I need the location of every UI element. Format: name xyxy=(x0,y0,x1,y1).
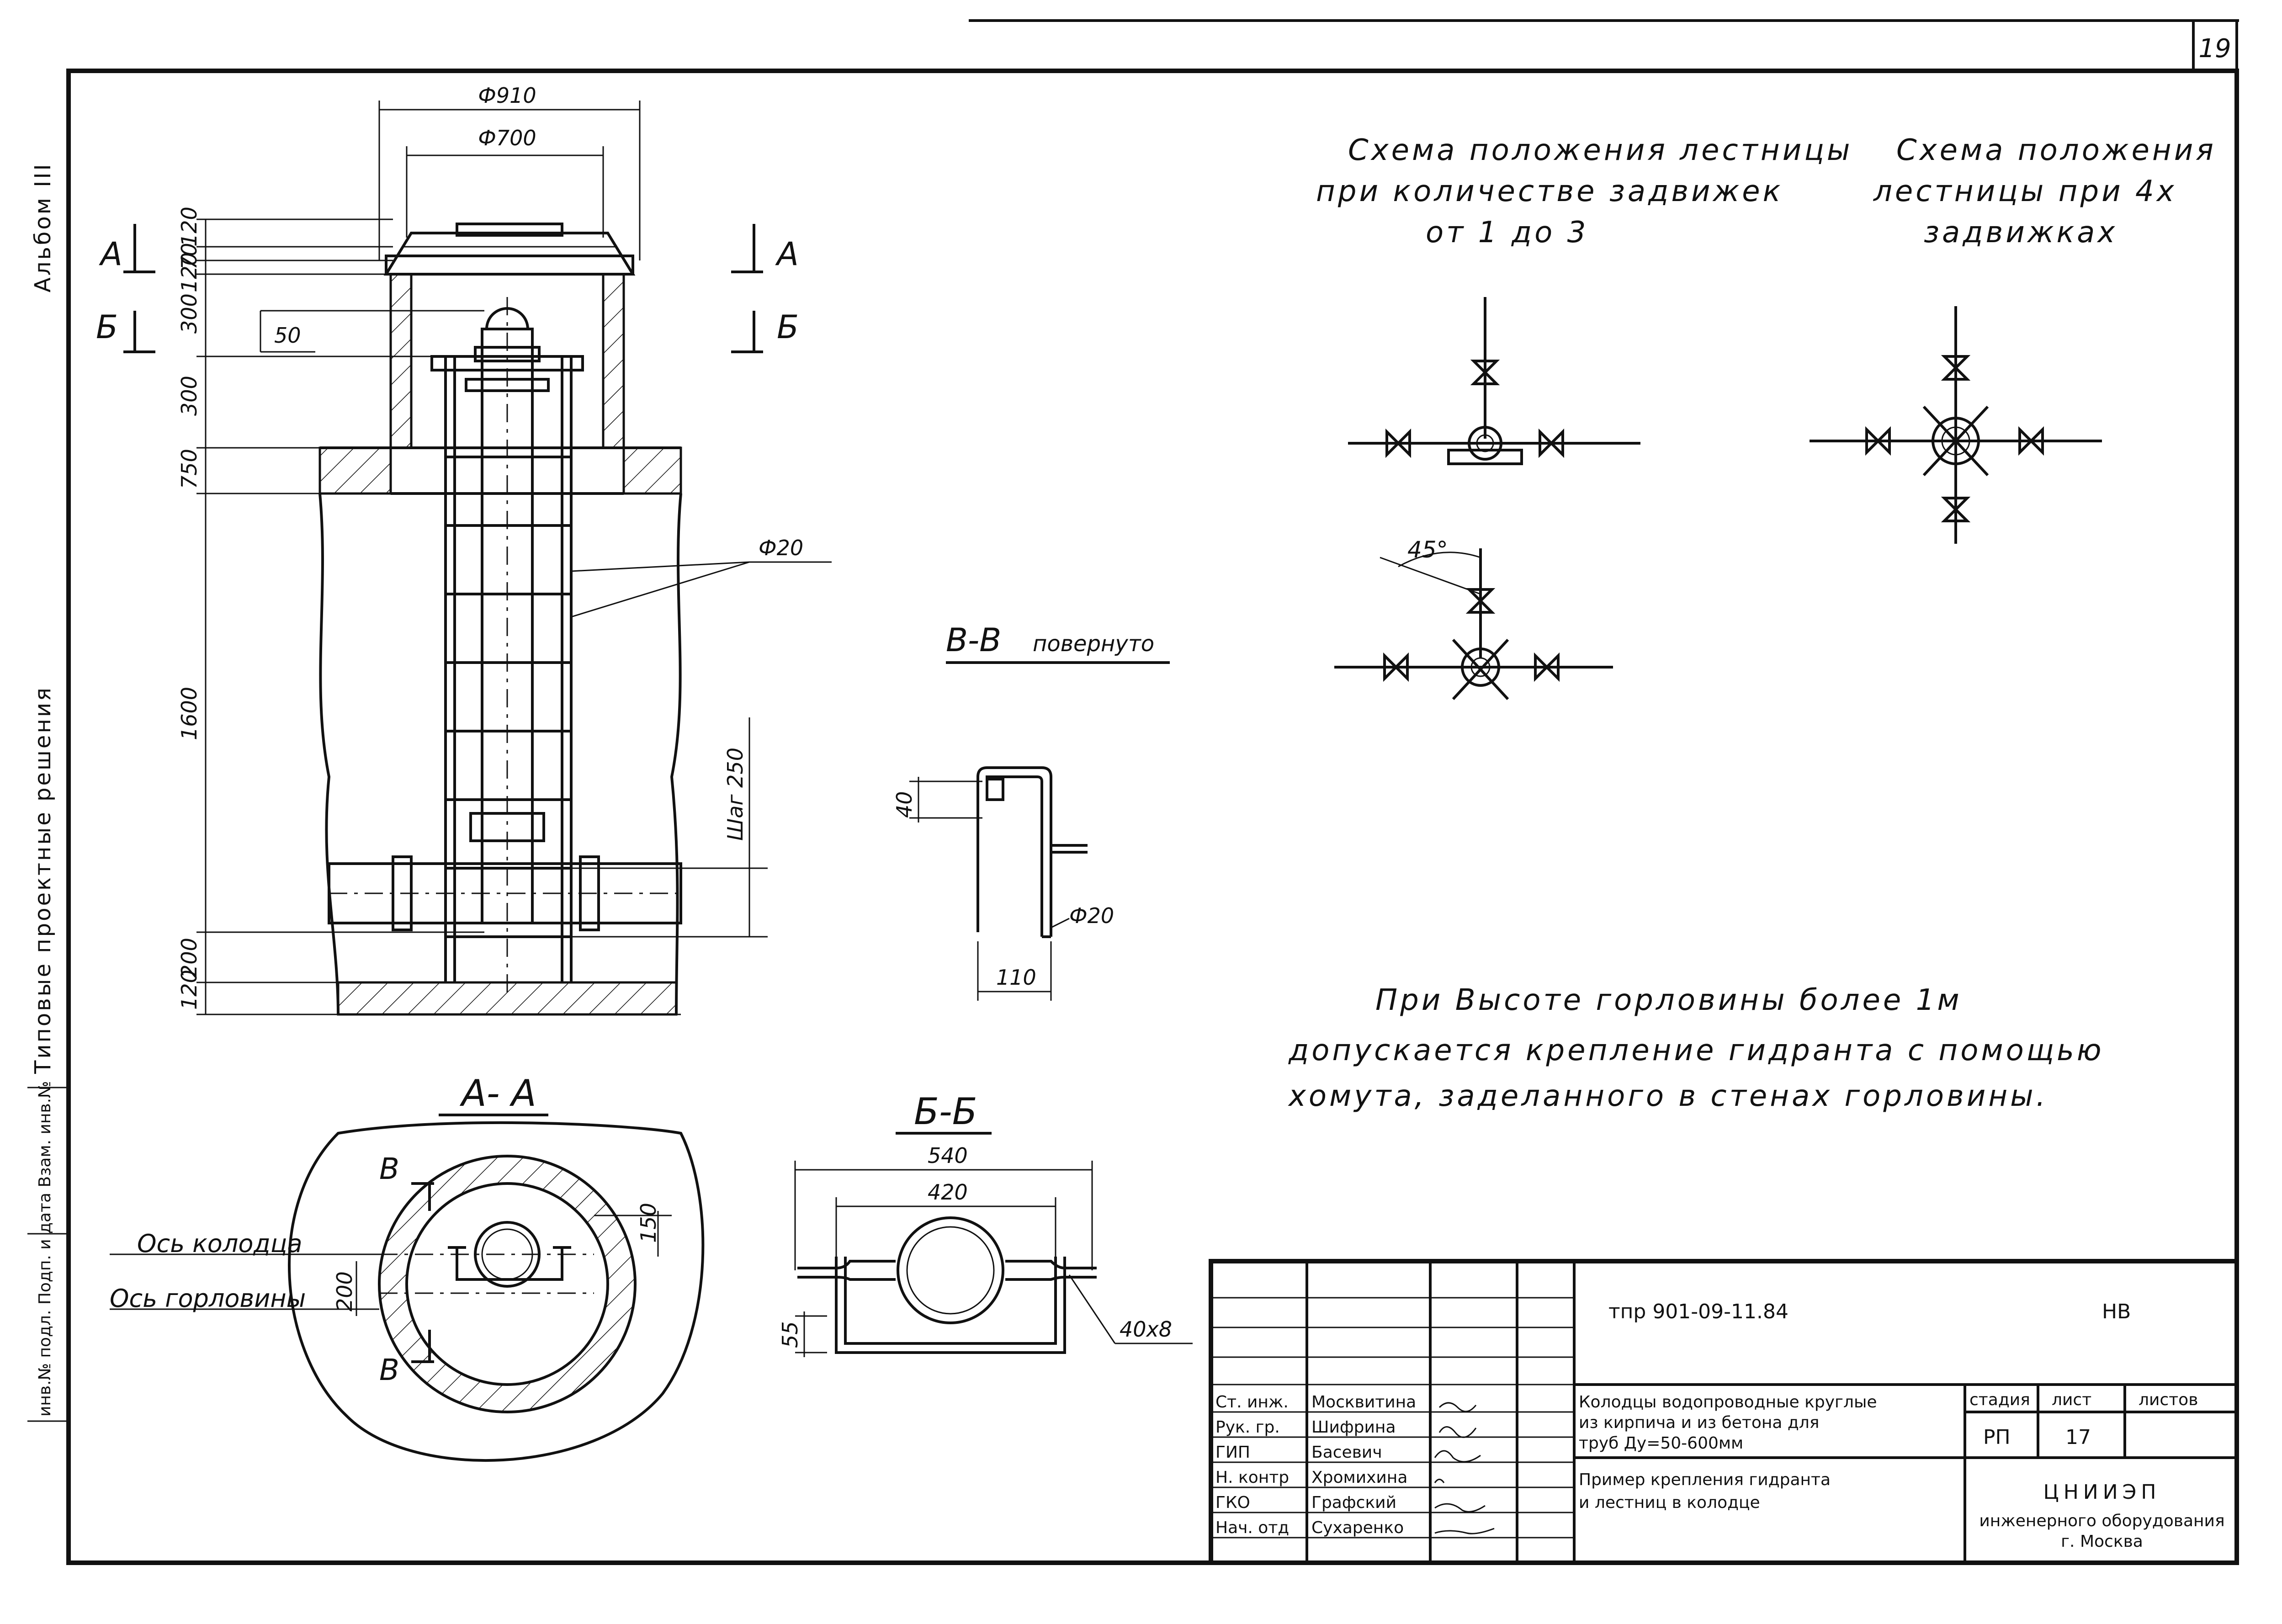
name-1: Шифрина xyxy=(1311,1418,1396,1437)
mark-b-right: Б xyxy=(777,308,799,346)
mark-a-left: А xyxy=(99,235,122,273)
scheme-3-valves: 45° xyxy=(1334,536,1613,701)
album-label: Альбом III xyxy=(30,162,56,292)
doc-code: тпр 901-09-11.84 xyxy=(1608,1300,1788,1323)
stage-header: стадия xyxy=(1969,1390,2030,1409)
signatures xyxy=(1434,1402,1495,1534)
dim-120a: 120 xyxy=(177,207,202,247)
name-5: Сухаренко xyxy=(1311,1518,1404,1537)
project-name-2: из кирпича и из бетона для xyxy=(1579,1413,1819,1432)
main-note-line-3: хомута, заделанного в стенах горловины. xyxy=(1288,1079,2048,1113)
dim-540: 540 xyxy=(928,1143,968,1168)
dim-200: 200 xyxy=(177,938,202,978)
role-5: Нач. отд xyxy=(1215,1518,1289,1537)
project-name-3: труб Ду=50-600мм xyxy=(1579,1434,1743,1453)
dim-120b: 120 xyxy=(177,252,202,292)
sheet-name-2: и лестниц в колодце xyxy=(1579,1493,1760,1512)
dim-40: 40 xyxy=(892,791,917,818)
scheme-2-line-3: задвижках xyxy=(1924,216,2117,249)
series-label: Типовые проектные решения xyxy=(30,686,56,1074)
section-vv: В-В повернуто 40 Ф20 110 xyxy=(892,621,1170,1001)
dim-750: 750 xyxy=(177,449,202,489)
dim-d700: Ф700 xyxy=(478,126,536,150)
sheet-frame: 19 xyxy=(27,19,2239,1565)
org-name: ЦНИИЭП xyxy=(2043,1481,2161,1504)
mark-v-bottom: В xyxy=(379,1353,399,1387)
scheme-1-line-3: от 1 до 3 xyxy=(1426,216,1588,249)
name-3: Хромихина xyxy=(1311,1468,1407,1487)
section-aa: А- А Ось колодца Ось горловины 150 200 В… xyxy=(110,1072,705,1462)
section-bb-title: Б-Б xyxy=(914,1090,977,1133)
sheet-no-value: 17 xyxy=(2065,1426,2091,1449)
schemes: Схема положения лестницы при количестве … xyxy=(1316,133,2216,701)
scheme-2-valves xyxy=(1810,306,2102,544)
well-elevation: Ф910 Ф700 xyxy=(96,83,832,1016)
main-note-line-1: При Высоте горловины более 1м xyxy=(1375,983,1962,1017)
dim-70: 70 xyxy=(177,243,202,270)
dim-d910: Ф910 xyxy=(478,83,536,108)
ladder-rungs xyxy=(446,456,571,938)
dim-110: 110 xyxy=(996,965,1036,990)
stage-value: РП xyxy=(1983,1426,2011,1449)
dim-420: 420 xyxy=(928,1180,968,1205)
sheet-name-1: Пример крепления гидранта xyxy=(1579,1470,1831,1489)
section-vv-title: В-В xyxy=(946,621,1001,659)
title-block: тпр 901-09-11.84 НВ Ст. инж. Москвитина … xyxy=(1209,1259,2239,1565)
section-aa-title: А- А xyxy=(459,1072,536,1115)
dim-50: 50 xyxy=(274,323,301,348)
dim-40x8: 40х8 xyxy=(1120,1317,1172,1342)
mark-v-top: В xyxy=(379,1152,399,1186)
name-4: Графский xyxy=(1311,1493,1396,1512)
dim-55: 55 xyxy=(778,1321,802,1348)
dim-150-aa: 150 xyxy=(636,1203,661,1243)
step-label: Шаг 250 xyxy=(723,748,748,841)
scheme-1-line-1: Схема положения лестницы xyxy=(1348,133,1852,167)
axis-well-label: Ось колодца xyxy=(137,1229,302,1258)
section-bb: Б-Б 540 420 55 40х8 xyxy=(778,1090,1193,1357)
name-2: Басевич xyxy=(1311,1443,1382,1462)
rod-label: Ф20 xyxy=(759,536,803,560)
invent-label: инв.№ подл. Подп. и дата Взам. инв.№ xyxy=(36,1081,54,1417)
scheme-1-line-2: при количестве задвижек xyxy=(1316,175,1783,208)
dim-300a: 300 xyxy=(177,293,202,334)
dim-1600: 1600 xyxy=(177,687,202,740)
page-number: 19 xyxy=(2198,34,2231,64)
org-dept: инженерного оборудования xyxy=(1979,1512,2224,1530)
role-4: ГКО xyxy=(1215,1493,1250,1512)
dim-120c: 120 xyxy=(177,970,202,1010)
mark-b-left: Б xyxy=(96,308,118,346)
axis-neck-label: Ось горловины xyxy=(110,1284,306,1313)
name-0: Москвитина xyxy=(1311,1393,1416,1412)
role-0: Ст. инж. xyxy=(1215,1393,1289,1412)
angle-45: 45° xyxy=(1407,536,1448,563)
side-stamp: Альбом III Типовые проектные решения инв… xyxy=(30,162,56,1417)
roles-table: Ст. инж. Москвитина Рук. гр. Шифрина ГИП… xyxy=(1215,1393,1416,1537)
role-1: Рук. гр. xyxy=(1215,1418,1280,1437)
dim-200-aa: 200 xyxy=(332,1271,357,1311)
sheet-header: лист xyxy=(2052,1390,2091,1409)
role-3: Н. контр xyxy=(1215,1468,1289,1487)
dim-d20-vv: Ф20 xyxy=(1069,903,1114,928)
mark-a-right: А xyxy=(775,235,799,273)
scheme-1-valves xyxy=(1348,297,1640,465)
main-note: При Высоте горловины более 1м допускаетс… xyxy=(1288,983,2104,1113)
scheme-2-line-2: лестницы при 4х xyxy=(1873,175,2177,208)
project-name-1: Колодцы водопроводные круглые xyxy=(1579,1393,1877,1412)
scheme-2-line-1: Схема положения xyxy=(1896,133,2216,167)
main-note-line-2: допускается крепление гидранта с помощью xyxy=(1288,1034,2104,1067)
page-number-box xyxy=(2192,19,2238,72)
doc-mark: НВ xyxy=(2102,1300,2131,1323)
dim-300b: 300 xyxy=(177,376,202,416)
sheets-header: листов xyxy=(2139,1390,2198,1409)
role-2: ГИП xyxy=(1215,1443,1250,1462)
org-city: г. Москва xyxy=(2061,1532,2143,1551)
section-vv-subtitle: повернуто xyxy=(1033,631,1154,657)
